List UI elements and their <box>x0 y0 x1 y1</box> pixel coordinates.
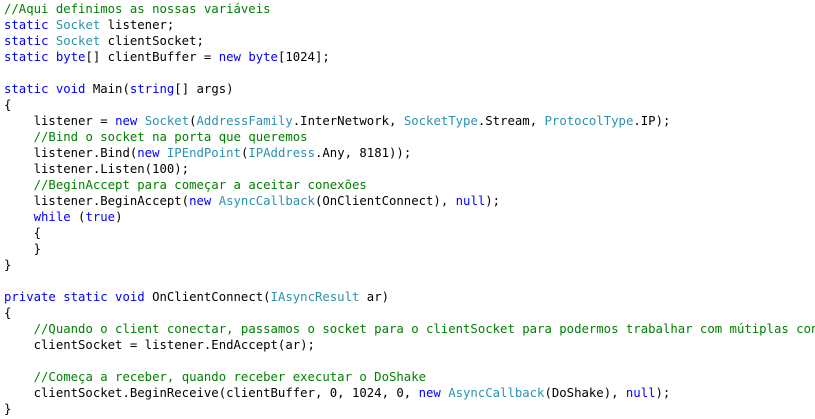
code-text-token: { <box>4 226 42 240</box>
code-text-token <box>4 178 34 192</box>
code-line: { <box>4 305 815 321</box>
type-token: Socket <box>55 34 101 48</box>
code-text-token: .InterNetwork, <box>292 114 404 128</box>
keyword-token: new byte <box>218 50 278 64</box>
keyword-token: while <box>33 210 79 224</box>
code-text-token: (OnClientConnect), <box>314 194 456 208</box>
code-text-token: [1024]; <box>277 50 330 64</box>
code-line: static byte[] clientBuffer = new byte[10… <box>4 49 815 65</box>
code-line: listener = new Socket(AddressFamily.Inte… <box>4 113 815 129</box>
type-token: Socket <box>144 114 190 128</box>
code-line: listener.BeginAccept(new AsyncCallback(O… <box>4 193 815 209</box>
type-token: IPAddress <box>248 146 315 160</box>
code-text-token: clientSocket = listener.EndAccept(ar); <box>4 338 315 352</box>
code-text-token: clientSocket; <box>100 34 204 48</box>
type-token: IPEndPoint <box>166 146 241 160</box>
code-line <box>4 273 815 289</box>
code-line <box>4 65 815 81</box>
comment-token: //Começa a receber, quando receber execu… <box>33 370 427 384</box>
comment-token: //BeginAccept para começar a aceitar con… <box>33 178 367 192</box>
code-text-token: Main( <box>92 82 130 96</box>
keyword-token: null <box>625 386 656 400</box>
code-text-token: ( <box>78 210 86 224</box>
code-text-token: } <box>4 402 12 416</box>
code-line: } <box>4 257 815 273</box>
code-line: //Aqui definimos as nossas variáveis <box>4 1 815 17</box>
code-text-token: OnClientConnect( <box>152 290 271 304</box>
type-token: SocketType <box>403 114 478 128</box>
code-line: } <box>4 401 815 417</box>
code-text-token: [] args) <box>174 82 234 96</box>
code-text-token <box>4 210 34 224</box>
code-line: { <box>4 225 815 241</box>
code-line: clientSocket = listener.EndAccept(ar); <box>4 337 815 353</box>
keyword-token: null <box>455 194 486 208</box>
code-line: static void Main(string[] args) <box>4 81 815 97</box>
code-line: //Bind o socket na porta que queremos <box>4 129 815 145</box>
keyword-token: private static void <box>4 290 153 304</box>
code-text-token: listener.Listen(100); <box>4 162 190 176</box>
code-line <box>4 353 815 369</box>
comment-token: //Quando o client conectar, passamos o s… <box>33 322 815 336</box>
keyword-token: new <box>137 146 167 160</box>
keyword-token: true <box>85 210 116 224</box>
code-line: static Socket listener; <box>4 17 815 33</box>
code-text-token: (DoShake), <box>544 386 626 400</box>
code-text-token: { <box>4 98 12 112</box>
code-line: { <box>4 97 815 113</box>
code-text-token: } <box>4 242 42 256</box>
code-text-token: listener.BeginAccept( <box>4 194 190 208</box>
code-text-token <box>4 130 34 144</box>
keyword-token: new <box>115 114 145 128</box>
type-token: AddressFamily <box>196 114 293 128</box>
code-text-token: .IP); <box>633 114 671 128</box>
code-text-token: .Stream, <box>477 114 545 128</box>
code-text-token: .Any, 8181)); <box>314 146 412 160</box>
code-line: //Começa a receber, quando receber execu… <box>4 369 815 385</box>
code-text-token: clientSocket.BeginReceive(clientBuffer, … <box>4 386 419 400</box>
code-text-token: ( <box>189 114 197 128</box>
code-text-token <box>4 370 34 384</box>
code-line: listener.Bind(new IPEndPoint(IPAddress.A… <box>4 145 815 161</box>
code-text-token: listener = <box>4 114 116 128</box>
code-text-token: ) <box>115 210 123 224</box>
type-token: IAsyncResult <box>270 290 360 304</box>
code-line: } <box>4 241 815 257</box>
code-text-token: } <box>4 258 12 272</box>
code-text-token: ); <box>655 386 671 400</box>
code-text-token: { <box>4 306 12 320</box>
keyword-token: static void <box>4 82 93 96</box>
code-line: clientSocket.BeginReceive(clientBuffer, … <box>4 385 815 401</box>
comment-token: //Bind o socket na porta que queremos <box>33 130 308 144</box>
code-text-token: listener; <box>100 18 175 32</box>
code-text-token: listener.Bind( <box>4 146 138 160</box>
code-line: listener.Listen(100); <box>4 161 815 177</box>
code-line: while (true) <box>4 209 815 225</box>
keyword-token: static byte <box>4 50 86 64</box>
code-text-token: ); <box>485 194 501 208</box>
keyword-token: static <box>4 34 56 48</box>
code-text-token <box>4 322 34 336</box>
comment-token: //Aqui definimos as nossas variáveis <box>4 2 271 16</box>
type-token: AsyncCallback <box>218 194 315 208</box>
keyword-token: string <box>129 82 175 96</box>
code-text-token: [] clientBuffer = <box>85 50 219 64</box>
code-line: static Socket clientSocket; <box>4 33 815 49</box>
code-line: private static void OnClientConnect(IAsy… <box>4 289 815 305</box>
type-token: ProtocolType <box>544 114 634 128</box>
keyword-token: new <box>189 194 219 208</box>
code-line: //Quando o client conectar, passamos o s… <box>4 321 815 337</box>
type-token: AsyncCallback <box>448 386 545 400</box>
keyword-token: new <box>418 386 449 400</box>
code-text-token: ar) <box>359 290 390 304</box>
keyword-token: static <box>4 18 56 32</box>
code-line: //BeginAccept para começar a aceitar con… <box>4 177 815 193</box>
type-token: Socket <box>55 18 101 32</box>
code-text-token: ( <box>240 146 249 160</box>
